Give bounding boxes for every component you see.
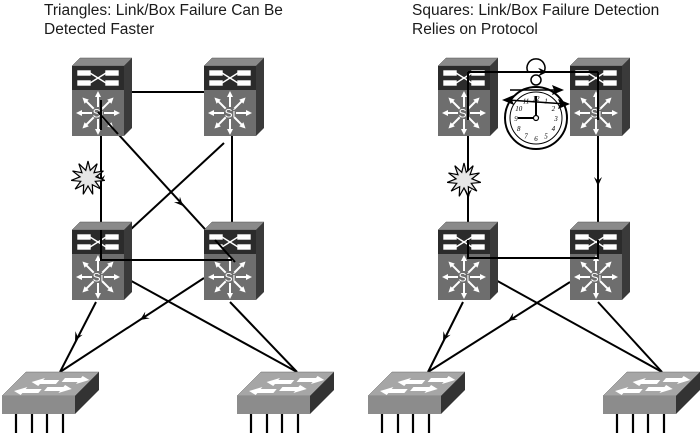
switch-arrows-icon [615,376,691,395]
crossbar-icon [209,70,251,86]
link-dist1-access2 [123,276,298,373]
overlay-layer: 121234567891011 [70,58,599,263]
title-triangles-line1: Triangles: Link/Box Failure Can Be [44,2,283,19]
right-dist-switch-1: Si [437,221,499,300]
si-label: Si [459,107,470,121]
link-dist2-access2 [229,301,298,373]
si-label: Si [591,271,602,285]
stopwatch-number: 2 [552,105,556,113]
si-starburst-icon [442,91,486,135]
switch-arrows-icon [380,376,456,395]
si-label: Si [459,271,470,285]
right-core-switch-2: Si [569,57,631,136]
switch-arrows-icon [249,376,325,395]
arrow-dist2-access1 [140,311,150,320]
link-core2-dist1 [129,142,225,231]
stopwatch-arrow-head [552,85,564,95]
si-label: Si [591,107,602,121]
link-left-diag-overlay [97,111,119,135]
title-squares-line2: Relies on Protocol [412,21,538,38]
si-starburst-icon [574,91,618,135]
crossbar-icon [77,70,119,86]
title-triangles-line2: Detected Faster [44,21,155,38]
link-dist1-access2-r [491,277,663,373]
arrow-dist2-access1-r [508,312,518,321]
stopwatch-number: 10 [515,105,523,113]
stopwatch-center [532,114,540,122]
left-dist-switch-1: Si [71,221,133,300]
crossbar-icon [209,234,251,250]
link-dist2-access1-r [427,281,571,373]
link-dist2-access2-r [597,301,663,373]
stopwatch-icon: 121234567891011 [502,58,570,150]
title-squares: Squares: Link/Box Failure Detection Reli… [412,1,659,39]
si-label: Si [225,271,236,285]
left-dist-switch-2: Si [203,221,265,300]
left-core-switch-2: Si [203,57,265,136]
si-label: Si [225,107,236,121]
si-label: Si [93,107,104,121]
si-starburst-icon [208,91,252,135]
stopwatch-number: 7 [524,132,528,140]
stopwatch-crown [530,74,542,86]
crossbar-icon [443,234,485,250]
si-starburst-icon [76,255,120,299]
right-dist-switch-2: Si [569,221,631,300]
stopwatch-number: 4 [552,125,556,133]
stopwatch-number: 3 [553,115,558,123]
link-left-diag2-overlay [214,239,236,263]
crossbar-icon [443,70,485,86]
left-link-failure-burst [70,160,106,195]
stopwatch-number: 8 [517,125,521,133]
crossbar-icon [575,234,617,250]
stopwatch-arrow-head-2 [502,95,514,105]
stopwatch-number: 6 [534,135,538,143]
link-dist-overlay [467,240,599,259]
arrow-core2-dist2-r [593,177,603,186]
link-dist2-access1 [59,277,205,373]
si-label: Si [93,271,104,285]
arrow-dist1-access1-r [443,331,451,341]
title-squares-line1: Squares: Link/Box Failure Detection [412,2,660,19]
right-core-switch-1: Si [437,57,499,136]
right-link-failure-burst [446,162,482,197]
si-starburst-icon [442,255,486,299]
stopwatch-number: 9 [514,115,518,123]
stopwatch-arrow-head-3 [558,99,570,109]
stopwatch-ring [526,58,546,73]
switch-arrows-icon [14,376,90,395]
stopwatch-number: 1 [544,98,548,106]
link-left-dist-overlay [100,230,232,261]
crossbar-icon [77,234,119,250]
stopwatch-number: 5 [544,132,548,140]
title-triangles: Triangles: Link/Box Failure Can Be Detec… [44,1,283,39]
stopwatch-arrow-line-2 [507,99,567,105]
right-access-switch-2 [602,371,700,433]
arrow-dist1-access1 [75,331,83,341]
arrow-core1-dist2 [173,196,183,206]
left-access-switch-2 [236,371,335,433]
left-core-switch-1: Si [71,57,133,136]
right-access-switch-1 [367,371,466,433]
arrow-core-overlay [539,68,547,76]
left-access-switch-1 [1,371,100,433]
